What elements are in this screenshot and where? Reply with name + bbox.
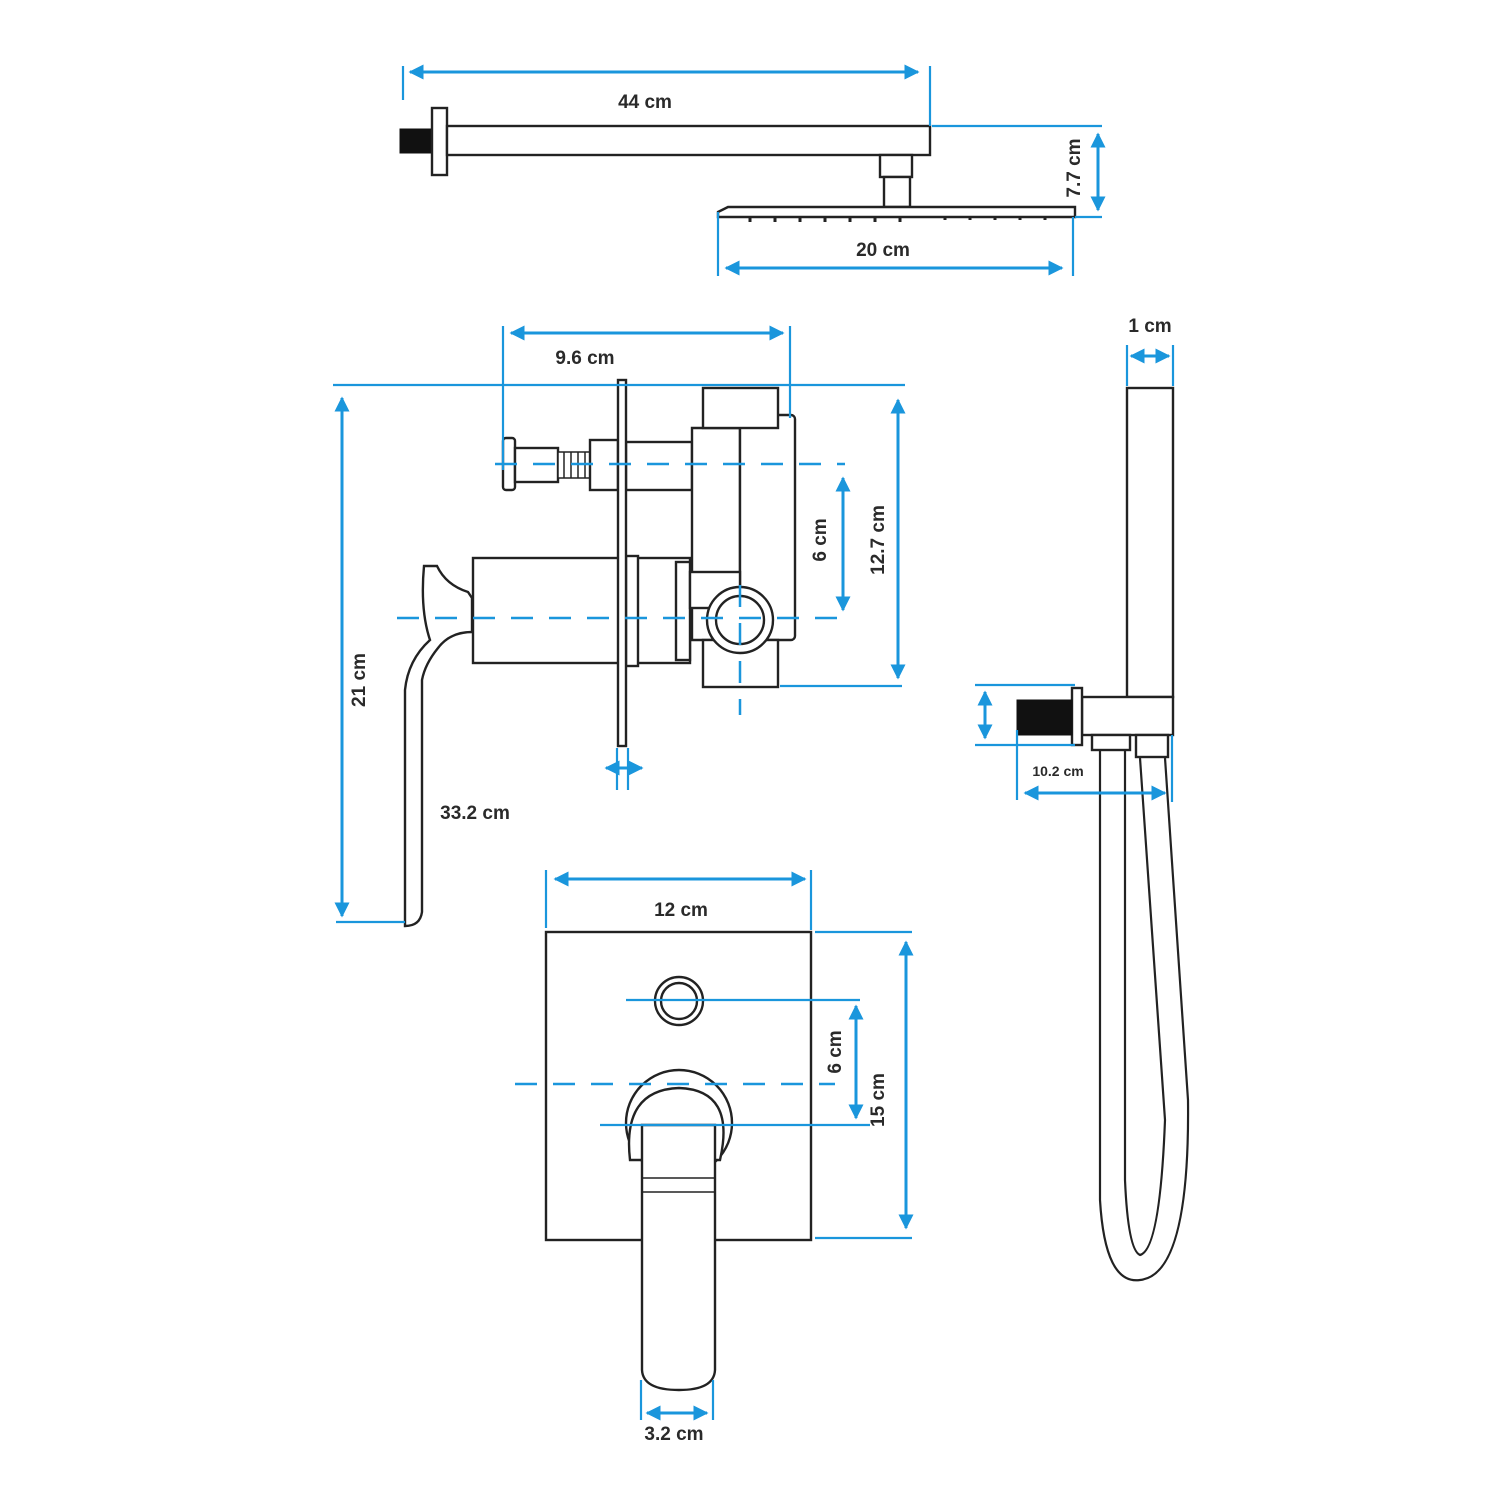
hose-inner (1123, 750, 1167, 1257)
dimension-21cm: 21 cm (333, 383, 905, 924)
mixer-front-view (544, 930, 813, 1392)
wall-flange (430, 106, 449, 177)
cartridge-collar (674, 560, 692, 662)
wall-thread (399, 128, 433, 154)
dimension-label: 3.2 cm (644, 1424, 703, 1445)
diverter-spindle (624, 440, 694, 492)
dimension-outlet-height (975, 683, 1075, 747)
swivel-joint (882, 175, 912, 209)
hose-cone (1134, 733, 1170, 759)
wall-bracket (1080, 695, 1175, 737)
dimension-label: 44 cm (618, 92, 672, 113)
hose-nut (1090, 733, 1132, 752)
dimension-6cm-side: 6 cm (810, 476, 851, 612)
hose-outer (1098, 750, 1190, 1282)
dimension-7-7cm: 7.7 cm (932, 124, 1106, 219)
shower-head (716, 205, 1077, 219)
arm-connector (878, 153, 914, 179)
dimension-15cm: 15 cm (815, 930, 914, 1240)
dimension-10-2cm: 10.2 cm (1015, 730, 1174, 802)
dimension-label: 9.6 cm (555, 348, 614, 369)
dimension-12-7cm: 12.7 cm (780, 398, 906, 688)
dimension-label: 15 cm (868, 1073, 889, 1127)
dimension-6cm-front: 6 cm (600, 998, 870, 1127)
shower-arm (445, 124, 932, 157)
dimension-44cm: 44 cm (401, 64, 932, 126)
dimension-label: 7.7 cm (1064, 138, 1085, 197)
dimension-1cm: 1 cm (1125, 316, 1175, 386)
hand-shower-handle (1125, 386, 1175, 699)
dimension-33-2cm-label: 33.2 cm (440, 803, 510, 824)
mixer-lever-front (640, 1123, 717, 1392)
dimension-label: 12.7 cm (868, 505, 889, 575)
cartridge-ring (624, 554, 640, 668)
dimension-label: 10.2 cm (1032, 763, 1083, 779)
top-outlet (701, 386, 780, 430)
dimension-9-6cm: 9.6 cm (501, 325, 792, 470)
diverter-centerlines (397, 462, 845, 715)
dimension-plate-thickness (604, 748, 644, 790)
dimension-label: 1 cm (1128, 316, 1171, 337)
shower-head-nozzles (748, 217, 1047, 222)
hand-shower-assembly (1016, 386, 1190, 1282)
dimension-label: 6 cm (825, 1030, 846, 1073)
diverter-side-view (403, 378, 797, 928)
dimension-label: 12 cm (654, 900, 708, 921)
shower-arm-assembly (399, 106, 1077, 222)
bracket-flange (1070, 686, 1084, 747)
dimension-label: 21 cm (349, 653, 370, 707)
mixer-cartridge (471, 556, 692, 665)
dimension-label: 6 cm (810, 518, 831, 561)
dimension-label: 20 cm (856, 240, 910, 261)
dimension-3-2cm: 3.2 cm (639, 1380, 715, 1445)
mixer-lever-side (403, 564, 474, 928)
wall-outlet-thread (1016, 699, 1073, 736)
dimension-12cm: 12 cm (544, 870, 813, 930)
wall-plate-edge (616, 378, 628, 748)
dimension-20cm: 20 cm (716, 212, 1075, 276)
